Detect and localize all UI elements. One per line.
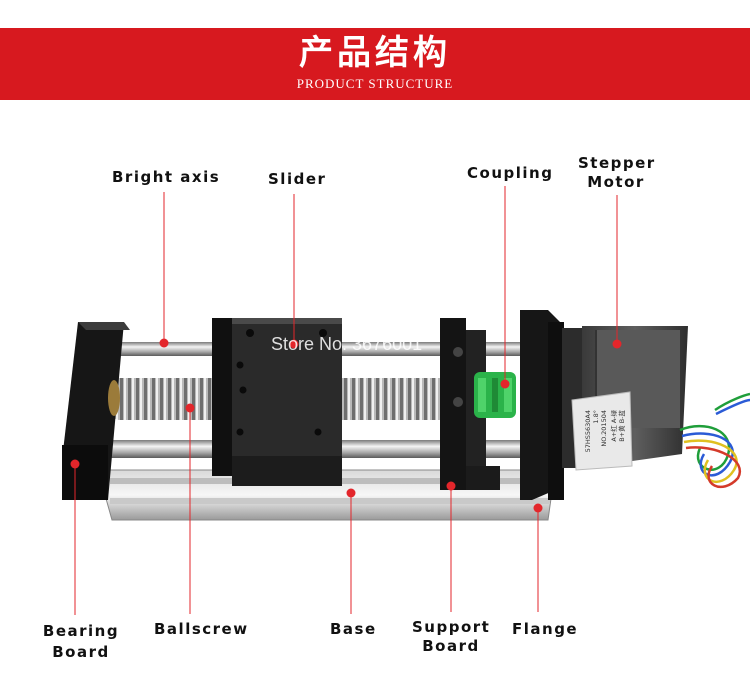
motor-wires [679, 392, 750, 489]
label-support-board-line1: Support [412, 618, 491, 636]
bearing-board [62, 322, 130, 500]
motor-label-line4: A+红 A-绿 [609, 410, 618, 442]
stepper-motor [562, 326, 688, 471]
store-watermark: Store No: 3676001 [271, 334, 423, 354]
slider-block [212, 318, 342, 486]
label-stepper-motor: Stepper Motor [578, 154, 654, 192]
motor-label-line3: NO.201504 [600, 410, 608, 447]
label-support-board-line2: Board [422, 637, 480, 655]
label-stepper-motor-line1: Stepper [578, 154, 656, 172]
ballscrew-right [342, 378, 442, 420]
banner-subtitle: PRODUCT STRUCTURE [296, 76, 454, 91]
coupling [474, 372, 516, 418]
motor-label-line1: 57HS5630A4 [584, 410, 592, 452]
label-bearing-board-line2: Board [52, 643, 110, 661]
motor-label-line2: 1.8° [592, 410, 600, 424]
banner-title: 产品结构 [299, 33, 451, 73]
marker-dots [70, 338, 622, 513]
motor-nameplate: 57HS5630A4 1.8° NO.201504 A+红 A-绿 B+黄 B-… [584, 410, 626, 453]
label-base: Base [330, 620, 377, 638]
label-slider: Slider [268, 170, 327, 188]
label-bearing-board: Bearing Board [42, 622, 120, 662]
label-coupling: Coupling [467, 164, 554, 182]
header-banner: 产品结构 PRODUCT STRUCTURE [0, 28, 750, 100]
label-stepper-motor-line2: Motor [587, 173, 645, 191]
leader-lines [74, 186, 618, 615]
label-flange: Flange [512, 620, 579, 638]
flange [520, 310, 564, 500]
label-ballscrew: Ballscrew [154, 620, 249, 638]
label-support-board: Support Board [412, 618, 490, 656]
label-bearing-board-line1: Bearing [42, 622, 120, 640]
motor-label-line5: B+黄 B-蓝 [617, 410, 626, 442]
label-bright-axis: Bright axis [112, 168, 221, 186]
